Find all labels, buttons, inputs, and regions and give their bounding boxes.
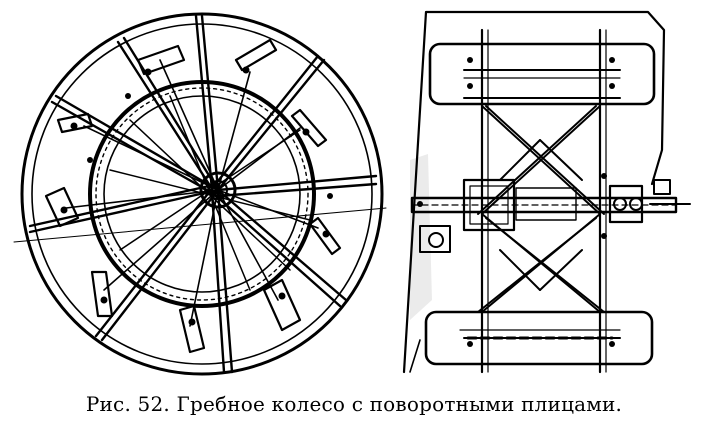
upper-paddle-box	[430, 44, 654, 104]
pivot-pins	[60, 66, 333, 326]
shaft-end	[654, 180, 670, 194]
side-view-wheel	[14, 14, 386, 374]
hub	[201, 173, 235, 207]
axis-line	[14, 208, 386, 242]
bolts	[417, 57, 615, 347]
plan-view	[404, 12, 704, 372]
lower-paddle-box	[426, 312, 652, 364]
inner-bracing	[110, 96, 310, 290]
figure-caption: Рис. 52. Гребное колесо с поворотными пл…	[85, 392, 623, 416]
eccentric-rods	[66, 60, 318, 326]
outer-rim	[22, 14, 382, 374]
paddle-blades	[46, 40, 340, 352]
x-bracing	[478, 106, 604, 312]
hull-outline	[404, 12, 664, 372]
left-bearing	[420, 226, 450, 252]
